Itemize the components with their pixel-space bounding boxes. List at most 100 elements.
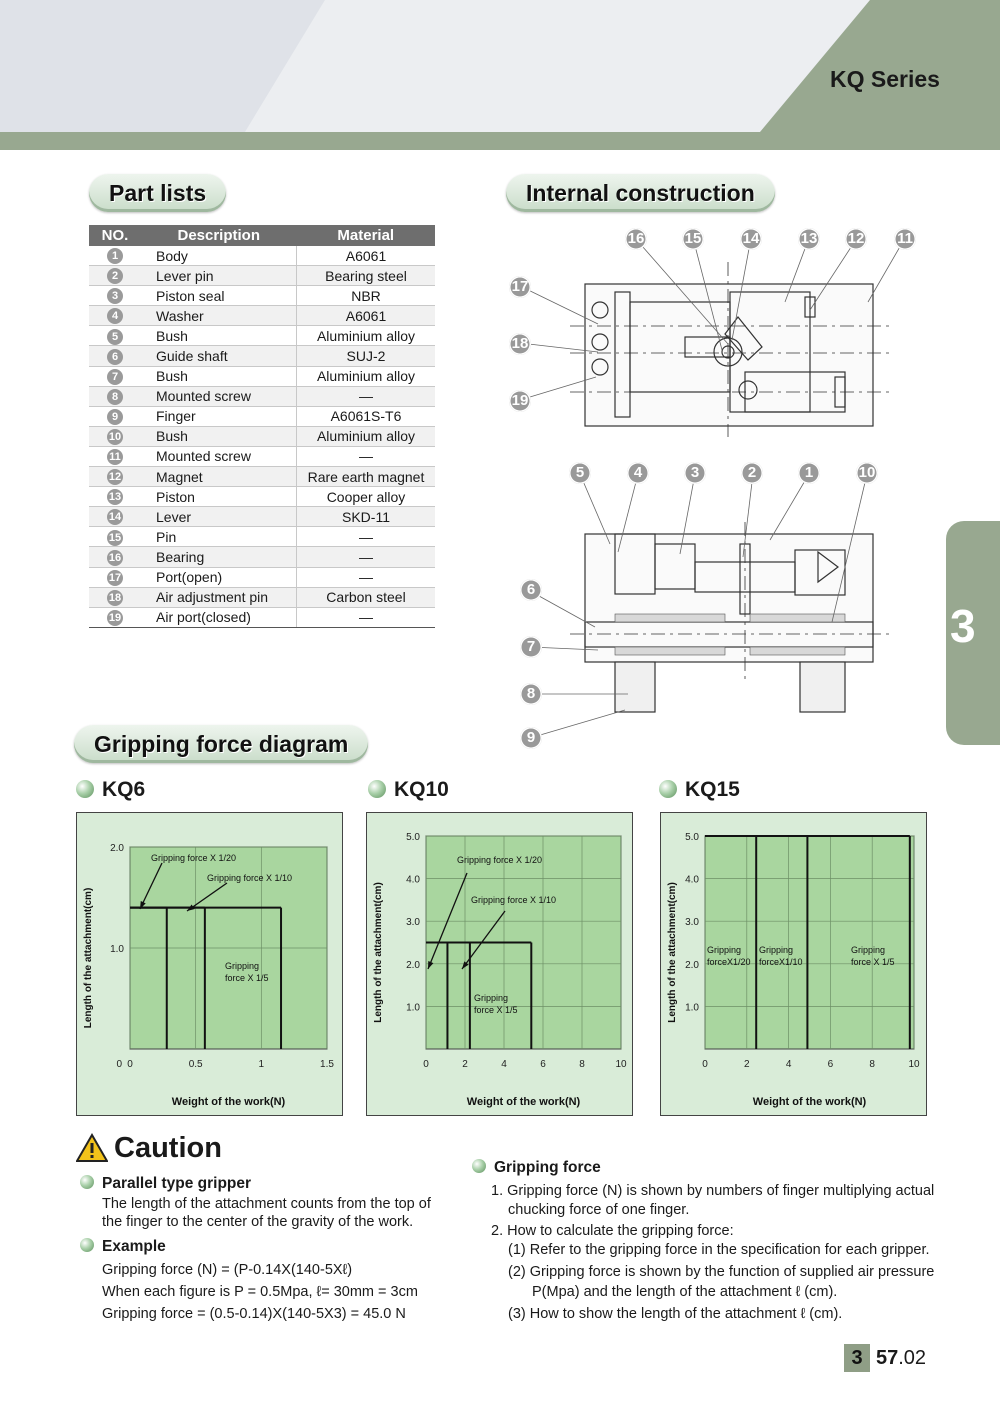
x-axis-label: Weight of the work(N)	[172, 1096, 286, 1108]
part-material: Aluminium alloy	[296, 366, 435, 387]
callout-19: 19	[509, 390, 531, 412]
part-number-badge: 11	[107, 449, 123, 466]
series-annotation-3-line2: force X 1/5	[851, 957, 895, 967]
internal-construction-heading: Internal construction	[506, 174, 775, 212]
gripping-force-title: Gripping force	[494, 1159, 601, 1176]
part-number-cell: 14	[89, 506, 141, 528]
series-annotation-1: Gripping force X 1/20	[151, 853, 236, 863]
x-axis-label: Weight of the work(N)	[753, 1096, 867, 1108]
page-number: 57.02	[876, 1344, 926, 1372]
gf-sub3: (3) How to show the length of the attach…	[508, 1306, 843, 1322]
part-material: SUJ-2	[296, 345, 435, 367]
bullet-icon	[472, 1159, 486, 1173]
origin-label: 0	[116, 1059, 122, 1070]
y-tick-label: 3.0	[406, 917, 420, 928]
series-annotation-1: Gripping	[707, 945, 741, 955]
part-number-badge: 3	[107, 288, 123, 305]
part-number-badge: 6	[107, 348, 123, 365]
x-tick-label: 2	[462, 1059, 468, 1070]
col-description: Description	[141, 225, 297, 246]
series-annotation-2: Gripping force X 1/10	[471, 895, 556, 905]
part-description: Pin	[141, 526, 297, 548]
y-axis-label: Length of the attachment(cm)	[667, 882, 678, 1023]
part-description: Mounted screw	[141, 386, 297, 407]
series-annotation-1: Gripping force X 1/20	[457, 855, 542, 865]
part-number-cell: 13	[89, 486, 141, 508]
gf-sub2-b: P(Mpa) and the length of the attachment …	[532, 1284, 838, 1300]
part-number-cell: 12	[89, 466, 141, 488]
annotation-arrowhead	[462, 961, 469, 969]
part-number-badge: 8	[107, 388, 123, 405]
part-number-cell: 2	[89, 265, 141, 287]
x-tick-label: 10	[615, 1059, 627, 1070]
kq10-title: KQ10	[394, 778, 449, 801]
caution-title: Caution	[114, 1132, 222, 1164]
part-material: —	[296, 607, 435, 628]
col-no: NO.	[89, 225, 141, 246]
x-tick-label: 1	[259, 1059, 265, 1070]
part-description: Bush	[141, 426, 297, 447]
part-number-cell: 3	[89, 285, 141, 307]
x-tick-label: 10	[908, 1059, 920, 1070]
x-tick-label: 4	[501, 1059, 507, 1070]
x-tick-label: 0	[702, 1059, 708, 1070]
part-number-cell: 10	[89, 426, 141, 447]
part-number-cell: 11	[89, 446, 141, 468]
part-material: —	[296, 567, 435, 588]
warning-icon	[76, 1133, 108, 1162]
part-description: Body	[141, 246, 297, 267]
chapter-tab: 3	[946, 521, 1000, 745]
callout-1: 1	[798, 462, 820, 484]
bullet-icon	[80, 1238, 94, 1252]
part-material: A6061	[296, 246, 435, 267]
chapter-tab-number: 3	[950, 600, 976, 652]
example-title: Example	[102, 1238, 166, 1255]
part-description: Lever	[141, 506, 297, 528]
part-number-badge: 5	[107, 328, 123, 345]
part-number-badge: 4	[107, 308, 123, 325]
example-line-3: Gripping force = (0.5-0.14)X(140-5X3) = …	[102, 1306, 406, 1322]
part-material: Bearing steel	[296, 265, 435, 287]
part-description: Air adjustment pin	[141, 587, 297, 608]
part-material: Carbon steel	[296, 587, 435, 608]
gf-item1-b: chucking force of one finger.	[508, 1202, 690, 1218]
y-tick-label: 1.0	[110, 944, 124, 955]
gf-item2: 2. How to calculate the gripping force:	[491, 1223, 734, 1239]
plot-area	[704, 835, 915, 1050]
kq15-heading: KQ15	[659, 778, 740, 802]
callout-14: 14	[740, 228, 762, 250]
part-number-cell: 7	[89, 366, 141, 387]
callout-9: 9	[520, 727, 542, 749]
parts-table-header: NO. Description Material	[89, 225, 435, 246]
series-annotation-1-line2: forceX1/20	[707, 957, 751, 967]
callout-10: 10	[856, 462, 878, 484]
callout-12: 12	[845, 228, 867, 250]
part-number-cell: 6	[89, 345, 141, 367]
annotation-arrowhead	[187, 904, 195, 911]
callout-15: 15	[682, 228, 704, 250]
y-tick-label: 4.0	[685, 875, 699, 886]
series-annotation-2: Gripping force X 1/10	[207, 873, 292, 883]
parallel-gripper-title: Parallel type gripper	[102, 1175, 252, 1192]
annotation-arrow	[139, 862, 163, 910]
part-number-badge: 12	[107, 469, 123, 486]
part-material: A6061S-T6	[296, 406, 435, 427]
part-description: Bearing	[141, 546, 297, 568]
parallel-text-1: The length of the attachment counts from…	[102, 1196, 431, 1212]
part-material: —	[296, 446, 435, 468]
part-number-cell: 18	[89, 587, 141, 608]
part-number-cell: 19	[89, 607, 141, 628]
part-description: Lever pin	[141, 265, 297, 287]
